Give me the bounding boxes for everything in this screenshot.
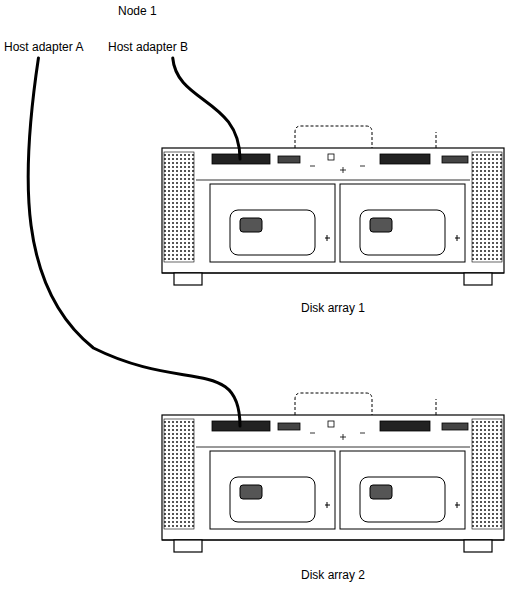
power-supplies [210, 184, 465, 262]
disk-array: Disk array 2 [160, 385, 506, 582]
connector-ports [212, 154, 468, 173]
adapter-label: Host adapter A [4, 40, 86, 54]
disk-array-illustration [160, 118, 506, 293]
node-title: Node 1 [118, 4, 157, 18]
host-adapter: Host adapter B [108, 40, 191, 56]
scsi-cable [28, 58, 240, 426]
adapter-label: Host adapter B [108, 40, 191, 54]
array-caption: Disk array 2 [301, 568, 365, 582]
array-caption: Disk array 1 [301, 301, 365, 315]
connector-ports [212, 421, 468, 440]
cluster-node: Node 1 Host adapter A Host adapter B [0, 0, 260, 70]
disk-array-illustration [160, 385, 506, 560]
chassis [162, 415, 504, 552]
disk-array: Disk array 1 [160, 118, 506, 315]
chassis [162, 148, 504, 285]
scsi-cable [173, 58, 240, 159]
host-adapter: Host adapter A [4, 40, 86, 56]
power-supplies [210, 451, 465, 529]
